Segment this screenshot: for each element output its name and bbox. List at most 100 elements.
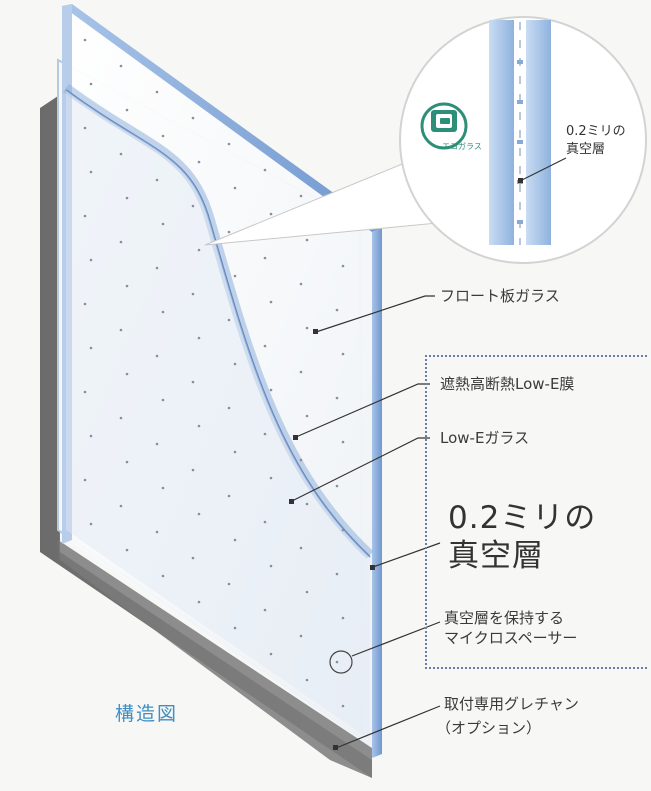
lowe-film-curve-edge <box>65 89 371 558</box>
spacer-dot <box>305 678 309 682</box>
spacer-dot <box>83 38 87 42</box>
spacer-dot <box>335 660 339 664</box>
spacer-dot <box>89 522 93 526</box>
spacer-dot <box>197 160 201 164</box>
spacer-dot <box>233 186 237 190</box>
spacer-dot <box>341 616 345 620</box>
spacer-dot <box>341 440 345 444</box>
spacer-dot <box>191 556 195 560</box>
marker-channel <box>333 745 338 750</box>
spacer-dot <box>233 450 237 454</box>
spacer-dot <box>227 318 231 322</box>
spacer-dot <box>263 168 267 172</box>
spacer-dot <box>125 284 129 288</box>
eco-glass-badge <box>420 102 468 150</box>
frame-left-channel <box>40 96 372 778</box>
spacer-dot <box>197 248 201 252</box>
label-channel-line2: （オプション） <box>436 719 542 737</box>
spacer-dot <box>233 626 237 630</box>
spacer-dot <box>233 362 237 366</box>
marker-lowe-glass <box>289 499 294 504</box>
spacer-dot <box>341 528 345 532</box>
spacer-dot <box>125 460 129 464</box>
spacer-dot <box>341 264 345 268</box>
spacer-dot <box>269 564 273 568</box>
front-glass-pane <box>68 8 378 752</box>
spacer-dot <box>155 442 159 446</box>
spacer-dot <box>299 458 303 462</box>
spacer-dot <box>197 424 201 428</box>
front-glass-top-edge <box>62 4 382 232</box>
label-vacuum-big-line2: 真空層 <box>448 538 544 574</box>
frame-bottom-channel <box>58 540 372 778</box>
label-channel-line1: 取付専用グレチャン <box>444 695 579 713</box>
lowe-film-surface <box>66 90 370 740</box>
spacer-dot <box>305 414 309 418</box>
spacer-dot <box>89 434 93 438</box>
spacer-dot <box>341 704 345 708</box>
spacer-dot <box>263 432 267 436</box>
spacer-dot <box>341 352 345 356</box>
spacer-dot <box>119 328 123 332</box>
spacer-dot <box>227 142 231 146</box>
eco-glass-badge-text: エコガラス <box>442 142 482 151</box>
spacer-dot <box>263 520 267 524</box>
magnifier-gap-label-line2: 真空層 <box>566 142 606 157</box>
spacer-dot <box>83 214 87 218</box>
spacer-dot <box>89 346 93 350</box>
spacer-dot <box>125 548 129 552</box>
spacer-dot <box>299 370 303 374</box>
spacer-dot <box>227 230 231 234</box>
marker-float-glass <box>313 329 318 334</box>
spacer-dot <box>299 282 303 286</box>
spacer-dot <box>269 652 273 656</box>
label-lowe-glass: Low-Eガラス <box>440 429 530 447</box>
spacer-dot <box>191 116 195 120</box>
spacer-dot <box>119 240 123 244</box>
micro-spacer-dots <box>83 38 345 708</box>
marker-spacer-circle <box>329 650 353 674</box>
spacer-dot <box>233 274 237 278</box>
spacer-dot <box>299 194 303 198</box>
spacer-dot <box>335 572 339 576</box>
vacuum-info-dotted-box <box>425 355 647 669</box>
marker-lowe-film <box>293 435 298 440</box>
spacer-dot <box>263 608 267 612</box>
spacer-dot <box>299 634 303 638</box>
spacer-dot <box>161 222 165 226</box>
spacer-dot <box>305 238 309 242</box>
spacer-dot <box>119 152 123 156</box>
spacer-dot <box>155 266 159 270</box>
spacer-dot <box>305 502 309 506</box>
spacer-dot <box>191 380 195 384</box>
spacer-dot <box>233 538 237 542</box>
label-vacuum-big-line1: 0.2ミリの <box>448 500 597 536</box>
diagram-title: 構造図 <box>115 703 179 725</box>
spacer-dot <box>89 82 93 86</box>
spacer-dot <box>305 590 309 594</box>
spacer-dot <box>125 108 129 112</box>
spacer-dot <box>119 416 123 420</box>
spacer-dot <box>83 126 87 130</box>
label-spacer-line1: 真空層を保持する <box>444 609 565 627</box>
spacer-dot <box>155 354 159 358</box>
spacer-dot <box>119 64 123 68</box>
spacer-dot <box>161 574 165 578</box>
label-float-glass: フロート板ガラス <box>440 287 560 305</box>
spacer-dot <box>269 388 273 392</box>
spacer-dot <box>155 178 159 182</box>
spacer-dot <box>197 512 201 516</box>
spacer-dot <box>227 582 231 586</box>
front-glass-right-edge <box>372 228 382 758</box>
spacer-dot <box>155 90 159 94</box>
spacer-dot <box>191 468 195 472</box>
spacer-dot <box>161 134 165 138</box>
spacer-dot <box>269 300 273 304</box>
spacer-dot <box>191 204 195 208</box>
spacer-dot <box>263 256 267 260</box>
spacer-dot <box>335 308 339 312</box>
spacer-dot <box>263 344 267 348</box>
marker-magnified-gap <box>518 178 523 183</box>
label-lowe-film: 遮熱高断熱Low-E膜 <box>440 375 575 393</box>
spacer-dot <box>89 258 93 262</box>
